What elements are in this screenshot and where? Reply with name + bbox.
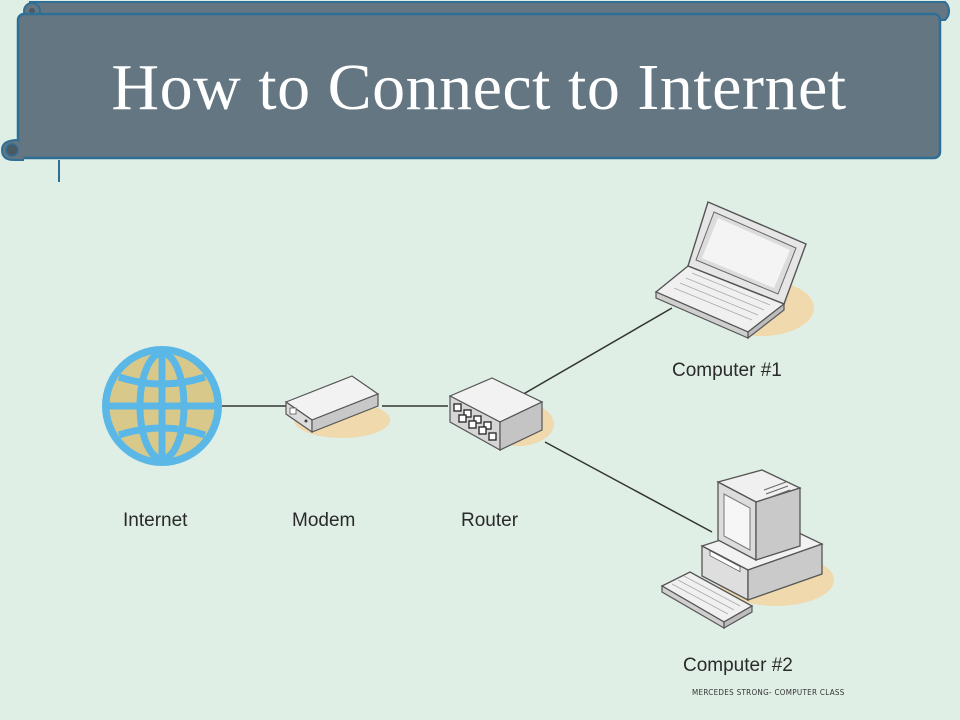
globe-icon (102, 346, 222, 466)
title-banner (0, 0, 951, 182)
router-icon (448, 377, 554, 452)
node-label-internet: Internet (123, 510, 188, 531)
node-label-router: Router (461, 510, 519, 531)
node-label-computer1: Computer #1 (672, 360, 782, 381)
footer-text: MERCEDES STRONG- COMPUTER CLASS (692, 688, 845, 697)
node-label-computer2: Computer #2 (683, 655, 793, 676)
link-router-computer2 (544, 441, 713, 533)
desktop-computer-icon (660, 469, 834, 630)
banner-body (16, 12, 942, 160)
node-label-modem: Modem (292, 510, 356, 531)
link-router-computer1 (519, 307, 673, 397)
slide-title: How to Connect to Internet (111, 51, 847, 124)
laptop-icon (654, 201, 814, 340)
modem-icon (284, 375, 390, 438)
